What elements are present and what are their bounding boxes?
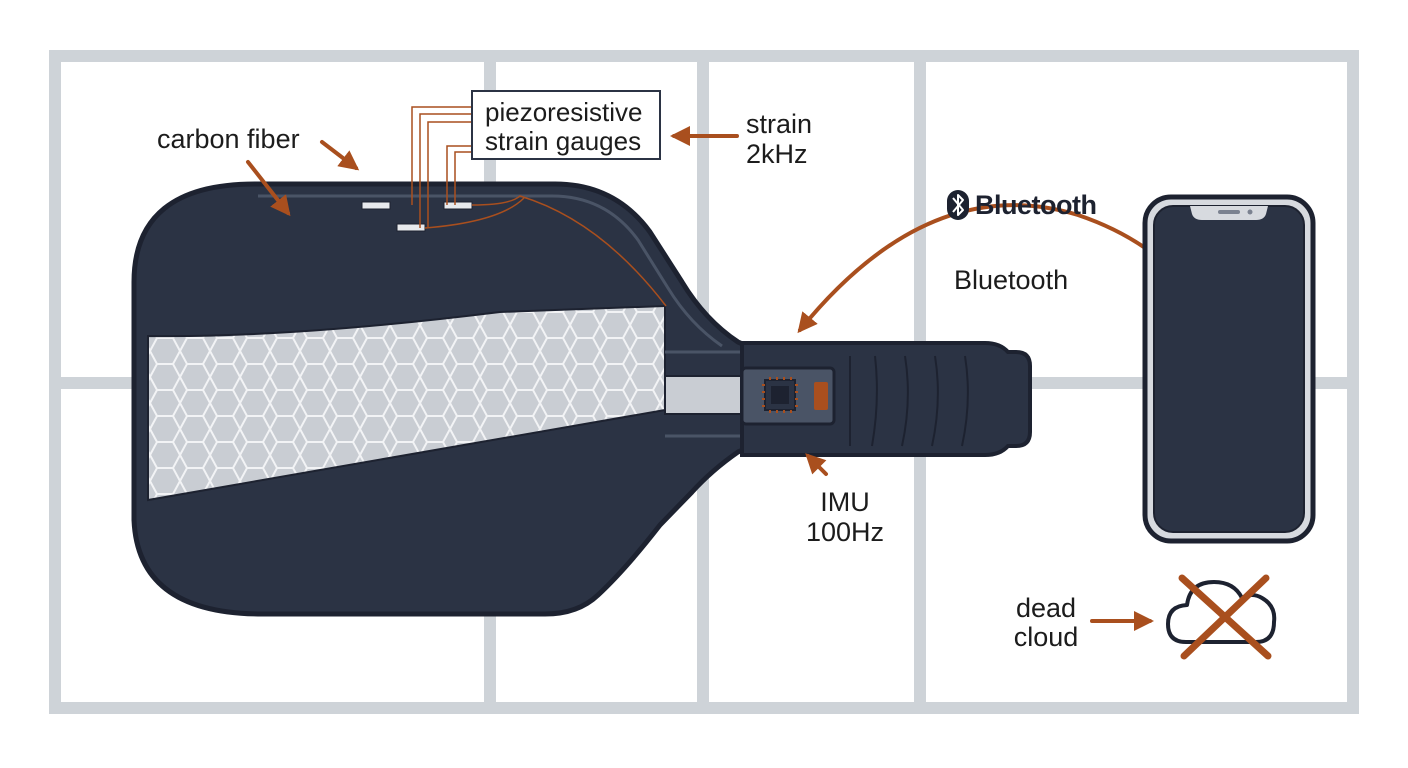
strain-rate-label-line1: strain bbox=[746, 109, 813, 139]
smartphone bbox=[1142, 194, 1316, 544]
carbon-fiber-arrow-2 bbox=[246, 160, 291, 217]
honeycomb-core bbox=[147, 304, 666, 502]
dead-cloud-label-line1: dead bbox=[1015, 593, 1077, 623]
imu-label-line2: 100Hz bbox=[805, 517, 885, 547]
bluetooth-label: Bluetooth bbox=[954, 265, 1069, 295]
imu-arrow bbox=[805, 453, 828, 476]
imu-label-line1: IMU bbox=[820, 487, 870, 517]
bluetooth-icon bbox=[947, 190, 969, 220]
bluetooth-logo-text: Bluetooth bbox=[975, 189, 1097, 220]
paddle-edge-guard bbox=[258, 194, 723, 348]
bluetooth-logo: Bluetooth bbox=[947, 188, 1097, 222]
throat-channel bbox=[664, 375, 746, 415]
battery-indicator bbox=[814, 382, 828, 410]
cloud-icon bbox=[1166, 580, 1277, 644]
dead-cloud-label-line2: cloud bbox=[1013, 622, 1079, 652]
strain-gauges-label-line1: piezoresistive bbox=[485, 97, 643, 127]
carbon-fiber-arrow-1 bbox=[320, 140, 360, 171]
carbon-fiber-label: carbon fiber bbox=[157, 124, 300, 154]
paddle bbox=[131, 181, 1032, 617]
x-icon bbox=[1178, 574, 1272, 660]
strain-gauges bbox=[361, 106, 667, 307]
strain-gauges-label-line2: strain gauges bbox=[485, 126, 642, 156]
chip-icon bbox=[762, 377, 798, 413]
strain-rate-label-line2: 2kHz bbox=[746, 139, 808, 169]
strain-gauges-callout: piezoresistive strain gauges bbox=[471, 90, 661, 160]
